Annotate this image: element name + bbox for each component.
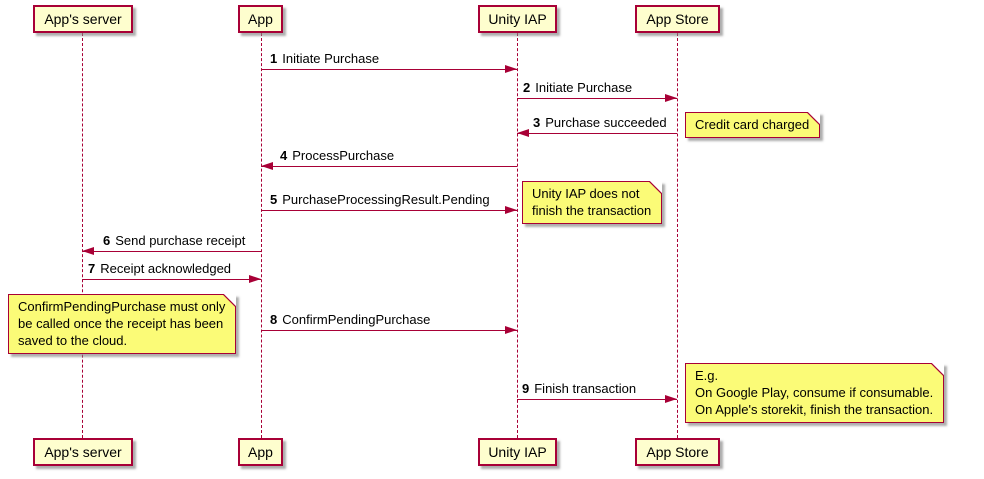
- note-line: On Apple's storekit, finish the transact…: [695, 402, 934, 417]
- message-5-line: [261, 210, 517, 211]
- arrowhead-right-icon: [505, 65, 517, 73]
- message-text: ProcessPurchase: [292, 148, 395, 163]
- message-number: 7: [88, 261, 96, 276]
- message-text: Purchase succeeded: [545, 115, 667, 130]
- participant-app-bottom: App: [238, 438, 283, 466]
- message-6-line: [82, 251, 261, 252]
- lifeline-app-store: [677, 33, 678, 438]
- note-fold-icon: [807, 112, 821, 125]
- participant-app-top: App: [238, 5, 283, 33]
- message-8-line: [261, 330, 517, 331]
- message-3-line: [517, 133, 677, 134]
- message-number: 3: [533, 115, 541, 130]
- participant-label: App's server: [44, 11, 122, 27]
- note-line: ConfirmPendingPurchase must only: [18, 299, 226, 314]
- participant-label: App's server: [44, 444, 122, 460]
- arrowhead-left-icon: [82, 247, 94, 255]
- lifeline-unity-iap: [517, 33, 518, 438]
- participant-label: Unity IAP: [488, 444, 547, 460]
- note-fold-icon: [223, 294, 237, 307]
- note-confirm-pending-purchase: ConfirmPendingPurchase must only be call…: [8, 294, 237, 354]
- participant-label: App: [248, 444, 273, 460]
- arrowhead-left-icon: [517, 129, 529, 137]
- message-2-label: 2 Initiate Purchase: [523, 80, 632, 96]
- message-7-label: 7 Receipt acknowledged: [88, 261, 231, 277]
- participant-app-store-bottom: App Store: [635, 438, 720, 466]
- message-text: Initiate Purchase: [282, 51, 380, 66]
- participant-app-store-top: App Store: [635, 5, 720, 33]
- message-4-label: 4 ProcessPurchase: [280, 148, 394, 164]
- participant-unity-iap-bottom: Unity IAP: [478, 438, 557, 466]
- message-number: 9: [522, 381, 530, 396]
- note-line: Credit card charged: [695, 117, 810, 132]
- lifeline-app: [261, 33, 262, 438]
- arrowhead-right-icon: [505, 206, 517, 214]
- message-text: Initiate Purchase: [535, 80, 633, 95]
- note-unity-iap-no-finish: Unity IAP does not finish the transactio…: [522, 181, 663, 224]
- message-number: 2: [523, 80, 531, 95]
- message-number: 1: [270, 51, 278, 66]
- message-2-line: [517, 98, 677, 99]
- message-8-label: 8 ConfirmPendingPurchase: [270, 312, 430, 328]
- message-number: 6: [103, 233, 111, 248]
- message-3-label: 3 Purchase succeeded: [533, 115, 667, 131]
- message-text: Finish transaction: [534, 381, 637, 396]
- message-1-line: [261, 69, 517, 70]
- lifeline-apps-server: [82, 33, 83, 438]
- note-line: finish the transaction: [532, 203, 652, 218]
- participant-unity-iap-top: Unity IAP: [478, 5, 557, 33]
- note-finish-transaction-examples: E.g. On Google Play, consume if consumab…: [685, 363, 945, 423]
- arrowhead-right-icon: [665, 395, 677, 403]
- note-fold-icon: [931, 363, 945, 376]
- note-line: saved to the cloud.: [18, 333, 128, 348]
- participant-label: Unity IAP: [488, 11, 547, 27]
- message-number: 4: [280, 148, 288, 163]
- message-number: 8: [270, 312, 278, 327]
- arrowhead-left-icon: [261, 162, 273, 170]
- message-1-label: 1 Initiate Purchase: [270, 51, 379, 67]
- message-text: PurchaseProcessingResult.Pending: [282, 192, 490, 207]
- message-text: Send purchase receipt: [115, 233, 246, 248]
- participant-label: App Store: [646, 444, 709, 460]
- message-text: Receipt acknowledged: [100, 261, 232, 276]
- arrowhead-right-icon: [505, 326, 517, 334]
- message-9-line: [517, 399, 677, 400]
- participant-label: App Store: [646, 11, 709, 27]
- note-fold-icon: [649, 181, 663, 194]
- note-line: Unity IAP does not: [532, 186, 640, 201]
- participant-apps-server-top: App's server: [33, 5, 133, 33]
- arrowhead-right-icon: [249, 275, 261, 283]
- message-5-label: 5 PurchaseProcessingResult.Pending: [270, 192, 490, 208]
- note-line: E.g.: [695, 368, 719, 383]
- message-6-label: 6 Send purchase receipt: [103, 233, 245, 249]
- note-line: be called once the receipt has been: [18, 316, 224, 331]
- arrowhead-right-icon: [665, 94, 677, 102]
- participant-apps-server-bottom: App's server: [33, 438, 133, 466]
- message-7-line: [82, 279, 261, 280]
- note-credit-card-charged: Credit card charged: [685, 112, 821, 138]
- note-line: On Google Play, consume if consumable.: [695, 385, 934, 400]
- participant-label: App: [248, 11, 273, 27]
- message-text: ConfirmPendingPurchase: [282, 312, 431, 327]
- message-9-label: 9 Finish transaction: [522, 381, 636, 397]
- message-4-line: [261, 166, 517, 167]
- message-number: 5: [270, 192, 278, 207]
